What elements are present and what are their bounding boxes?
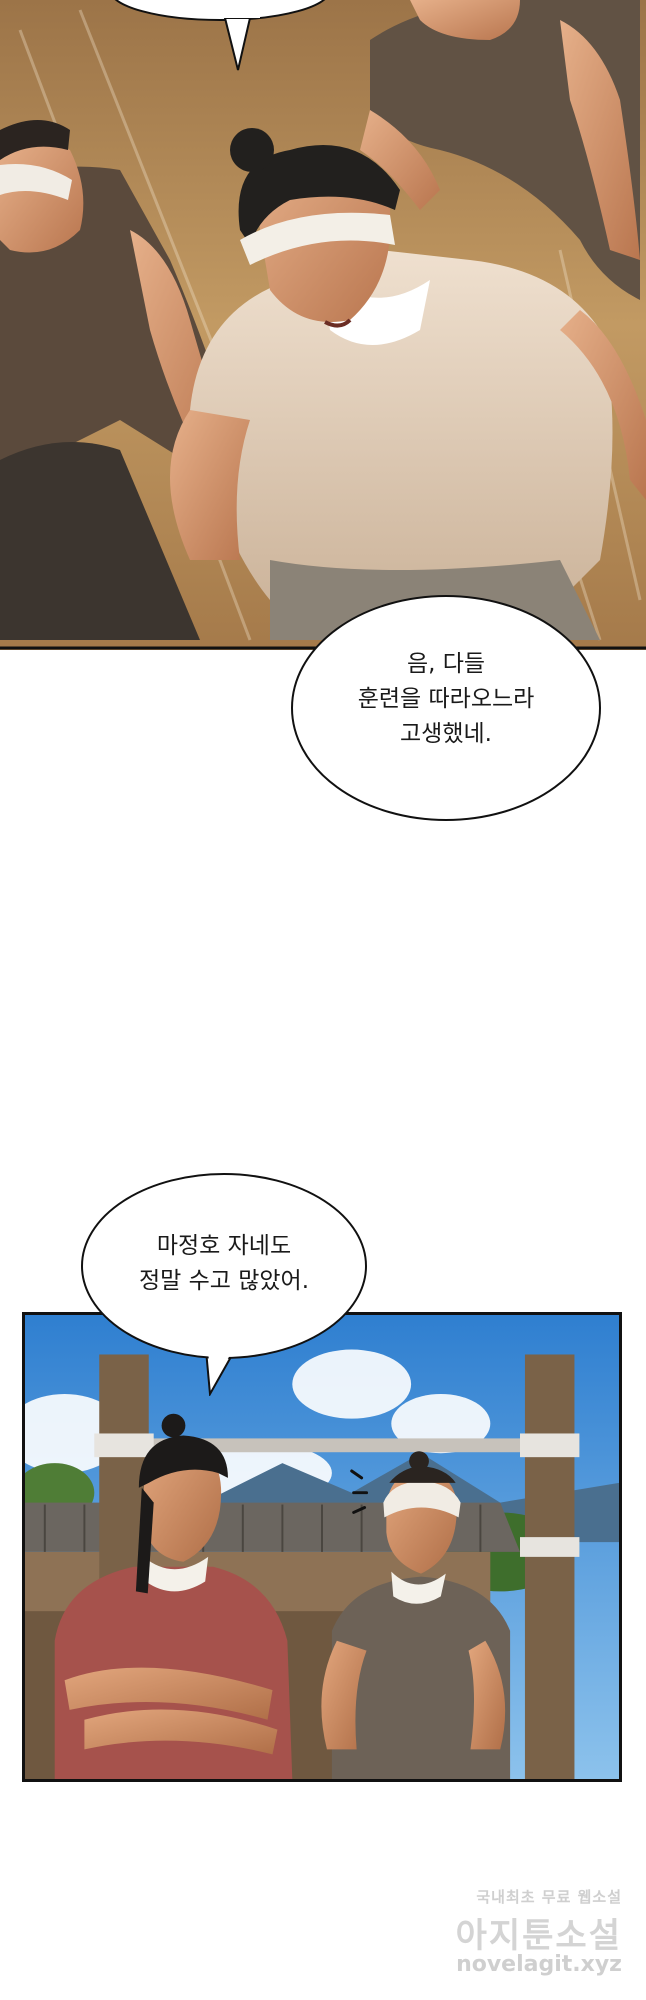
- offscreen-bubble-edge: [114, 0, 326, 71]
- speech-bubble-2: [81, 1173, 367, 1396]
- speech-bubble-1: [291, 595, 601, 821]
- bottom-comic-panel: [22, 1312, 622, 1782]
- speech-bubble-1-text: 음, 다들 훈련을 따라오느라 고생했네.: [357, 651, 535, 747]
- man-red-shirt: [54, 1413, 293, 1779]
- man-grey-shirt: [321, 1451, 511, 1779]
- speech-bubble-2-text: 마정호 자네도 정말 수고 많았어.: [138, 1233, 310, 1294]
- right-trainee-figure: [360, 0, 640, 300]
- right-post: [524, 1354, 575, 1779]
- watermark-tagline: 국내최초 무료 웹소설: [476, 1888, 622, 1906]
- pull-up-bar: [133, 1438, 530, 1453]
- watermark-brand: 아지툰소설: [455, 1916, 622, 1956]
- top-comic-panel: [0, 0, 646, 650]
- watermark-url: novelagit.xyz: [456, 1952, 622, 1977]
